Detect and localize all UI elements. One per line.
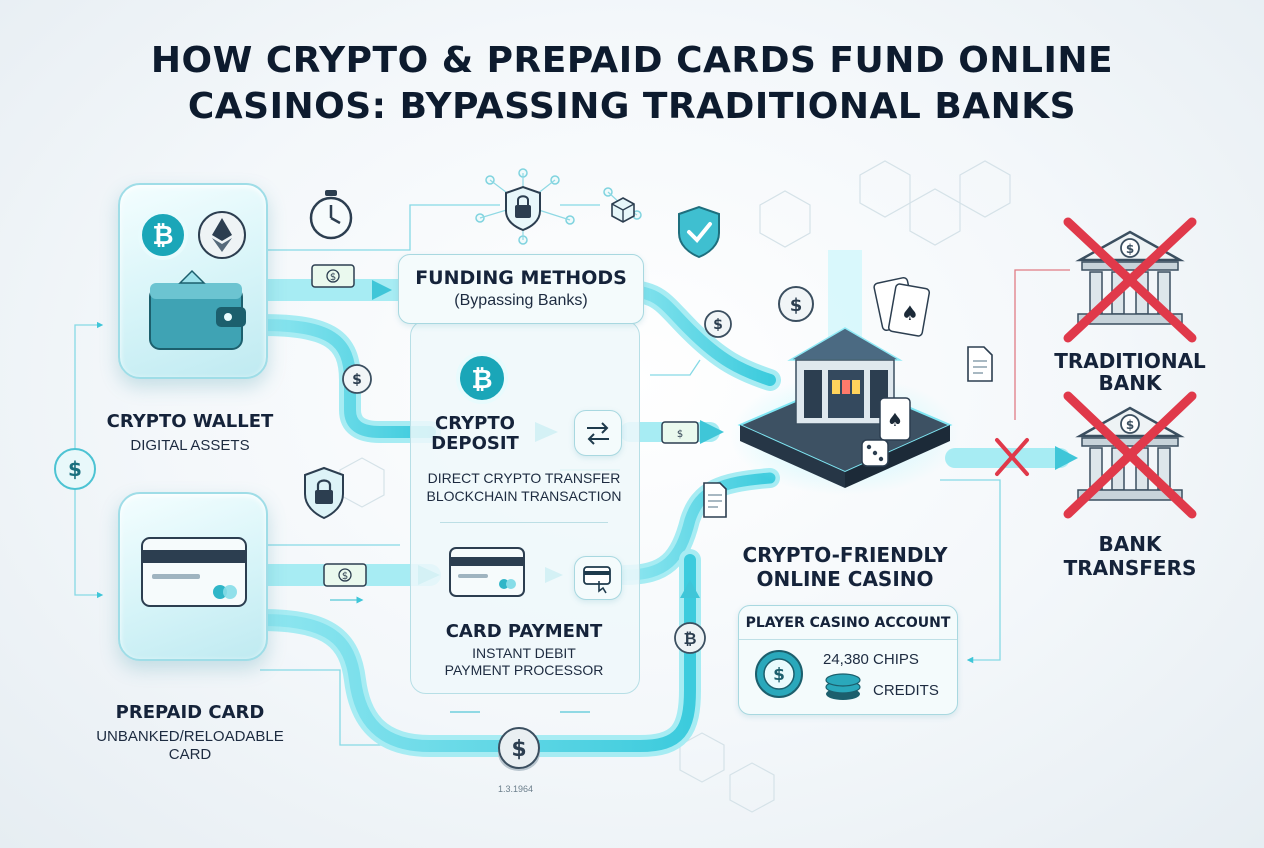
- prepaid-card-sub2: CARD: [168, 746, 212, 763]
- bank-transfers-label2: TRANSFERS: [1063, 556, 1197, 580]
- account-divider: [739, 639, 957, 640]
- prepaid-card-card[interactable]: [118, 492, 268, 661]
- crypto-deposit-label2: DEPOSIT: [431, 433, 519, 454]
- bitcoin-icon: ₿: [138, 210, 188, 260]
- crypto-wallet-label: CRYPTO WALLET: [106, 411, 274, 432]
- casino-building-icon: ♠ ♠: [730, 250, 960, 495]
- traditional-bank-label: TRADITIONAL BANK: [1040, 350, 1220, 394]
- lock-shield-icon: [304, 466, 344, 520]
- svg-text:$: $: [677, 429, 683, 440]
- svg-text:$: $: [330, 272, 336, 283]
- block-cube-icon: [611, 197, 635, 223]
- crypto-wallet-sub: DIGITAL ASSETS: [130, 437, 250, 454]
- lock-shield-icon: [505, 185, 541, 231]
- bitcoin-coin-icon: ₿: [674, 622, 706, 654]
- card-tap-glyph: [583, 566, 611, 594]
- dollar-coin-icon: $: [778, 286, 814, 322]
- chip-stack-icon: [825, 673, 861, 700]
- bank-building-icon: $: [1063, 391, 1197, 519]
- document-icon: [967, 346, 993, 382]
- prepaid-card-sub1: UNBANKED/RELOADABLE: [96, 728, 284, 745]
- svg-text:$: $: [773, 665, 785, 685]
- svg-text:$: $: [511, 737, 526, 762]
- swap-arrows-glyph: [587, 422, 609, 445]
- credit-card-icon: [449, 547, 525, 597]
- casino-label2: ONLINE CASINO: [756, 567, 934, 591]
- playing-cards-icon: ♠ ♠: [873, 276, 931, 441]
- stopwatch-icon: [309, 190, 353, 240]
- casino-label1: CRYPTO-FRIENDLY: [742, 543, 948, 567]
- red-x-icon: [1063, 391, 1197, 519]
- card-payment-label: CARD PAYMENT: [445, 621, 603, 642]
- casino-label: CRYPTO-FRIENDLY ONLINE CASINO: [710, 543, 980, 591]
- hex-pattern: [339, 160, 1011, 813]
- dice-icon: [861, 439, 889, 467]
- svg-text:₿: ₿: [471, 365, 492, 395]
- bank-transfers-label: BANK TRANSFERS: [1040, 532, 1220, 580]
- dollar-coin-icon: $: [498, 727, 540, 771]
- player-account-title: PLAYER CASINO ACCOUNT: [745, 615, 951, 631]
- traditional-bank-label2: BANK: [1098, 371, 1162, 395]
- svg-text:$: $: [790, 295, 803, 316]
- poker-chip-icon: $: [755, 650, 803, 698]
- page-title-line2: CASINOS: BYPASSING TRADITIONAL BANKS: [187, 86, 1077, 127]
- red-x-icon: [995, 438, 1029, 476]
- bank-transfers-label1: BANK: [1098, 532, 1162, 556]
- svg-text:₿: ₿: [152, 221, 173, 251]
- cash-bill-icon: $: [323, 563, 367, 587]
- crypto-deposit-label1: CRYPTO: [435, 413, 515, 434]
- crypto-deposit-desc2: BLOCKCHAIN TRANSACTION: [426, 488, 622, 504]
- svg-text:$: $: [1126, 242, 1134, 256]
- credit-card-icon: [141, 537, 247, 607]
- wallet-icon: [149, 269, 246, 350]
- svg-text:$: $: [1126, 418, 1134, 432]
- dollar-coin-icon: $: [54, 448, 96, 490]
- svg-text:$: $: [68, 457, 82, 481]
- card-payment-desc1: INSTANT DEBIT: [472, 645, 576, 661]
- player-credits: CREDITS: [873, 682, 939, 699]
- bank-building-icon: $: [1063, 217, 1197, 343]
- cash-bill-icon: $: [311, 264, 355, 288]
- svg-text:♠: ♠: [887, 410, 903, 431]
- minor-arrows: [330, 596, 590, 713]
- traditional-bank-label1: TRADITIONAL: [1054, 349, 1206, 373]
- document-icon: [703, 482, 727, 518]
- funding-methods-sub: (Bypassing Banks): [454, 292, 588, 309]
- check-shield-icon: [678, 205, 720, 259]
- funding-methods-header: FUNDING METHODS (Bypassing Banks): [398, 254, 644, 324]
- bitcoin-icon: ₿: [456, 352, 508, 404]
- prepaid-card-label: PREPAID CARD: [115, 702, 265, 723]
- red-x-icon: [1063, 217, 1197, 343]
- svg-text:$: $: [342, 571, 348, 582]
- crypto-wallet-illustration: ₿: [138, 210, 246, 350]
- ethereum-icon: [198, 211, 246, 259]
- small-code-text: 1.3.1964: [498, 784, 534, 794]
- svg-text:$: $: [713, 317, 723, 333]
- card-payment-desc2: PAYMENT PROCESSOR: [444, 662, 604, 678]
- crypto-wallet-card[interactable]: ₿: [118, 183, 268, 379]
- swap-arrows-icon: [574, 410, 622, 456]
- dollar-coin-icon: $: [704, 310, 732, 338]
- funding-methods-title: FUNDING METHODS: [415, 267, 627, 289]
- player-casino-account[interactable]: PLAYER CASINO ACCOUNT $ 24,380 CHIPS CRE…: [738, 605, 958, 715]
- svg-text:₿: ₿: [683, 629, 696, 648]
- player-chips: 24,380 CHIPS: [823, 651, 919, 668]
- funding-methods-panel: [410, 320, 640, 694]
- crypto-deposit-desc1: DIRECT CRYPTO TRANSFER: [427, 470, 621, 486]
- card-tap-icon: [574, 556, 622, 600]
- funding-divider: [440, 522, 608, 523]
- dollar-coin-icon: $: [342, 364, 372, 394]
- svg-text:$: $: [352, 372, 362, 388]
- crypto-deposit-label: CRYPTO DEPOSIT: [420, 414, 530, 454]
- page-title-line1: HOW CRYPTO & PREPAID CARDS FUND ONLINE: [150, 40, 1114, 81]
- cash-bill-icon: $: [661, 421, 699, 444]
- svg-text:♠: ♠: [901, 301, 919, 325]
